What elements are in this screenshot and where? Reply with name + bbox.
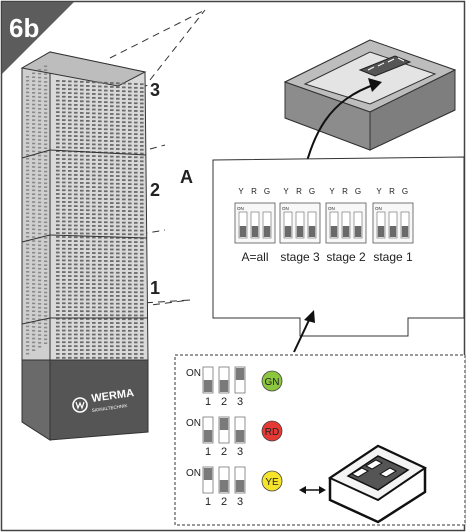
legend-on-label: ON [186,468,201,479]
color-indicator-rd [261,420,283,442]
channel-letter: R [296,187,302,196]
legend-switch-lever [235,368,245,380]
switch-on-mark: ON [375,206,382,211]
legend-arrow [293,310,315,353]
figure-id: 6b [9,13,39,43]
legend-switch-lever [219,480,229,492]
switch-on-mark: ON [328,206,335,211]
legend-position-number: 3 [237,496,243,508]
double-arrow-icon [299,486,326,494]
legend-position-number: 3 [237,396,243,408]
figure-badge: 6b [2,2,74,74]
legend-switch-lever [235,480,245,492]
channel-letter: G [309,187,315,196]
channel-letter: R [342,187,348,196]
werma-logo-icon [72,397,88,413]
channel-letter: R [251,187,257,196]
legend-switch-lever [219,380,229,392]
legend-position-number: 1 [205,496,211,508]
detail-label-a: A [180,167,193,187]
switch-on-mark: ON [282,206,289,211]
stage-label-2: 2 [150,180,160,200]
color-code: GN [265,377,280,388]
tower-top-cap [20,51,147,87]
channel-letter: Y [329,187,335,196]
stage-label-1: 1 [150,278,160,298]
badge-triangle [2,2,74,74]
legend-switch-lever [203,380,213,392]
tower-side-lens-pattern [26,65,48,355]
pointer-arrow-head [368,78,382,92]
channel-letter: R [389,187,395,196]
color-indicator-ye [261,470,283,492]
switch-group-label: stage 2 [326,250,366,264]
legend-position-number: 2 [221,396,227,408]
housing-dip-levers [367,57,405,71]
legend-frame [174,354,466,526]
brand-subtitle: SIGNALTECHNIK [91,403,127,413]
legend-on-label: ON [186,368,201,379]
channel-letter: G [402,187,408,196]
switch-on-mark: ON [237,206,244,211]
legend-position-number: 1 [205,396,211,408]
switch-group-label: stage 1 [373,250,413,264]
legend-switch-lever [235,430,245,442]
stage-separators [21,149,148,325]
channel-letter: G [355,187,361,196]
tower-base-side [21,359,51,441]
legend-position-number: 2 [221,496,227,508]
dip-switch-zoom-illustration [327,444,428,524]
housing-dip-switch-block [358,55,412,77]
color-code: YE [265,477,279,488]
channel-letter: Y [238,187,244,196]
legend-switch-lever [203,430,213,442]
switch-group-label: stage 3 [280,250,320,264]
legend-position-number: 3 [237,446,243,458]
color-code: RD [265,427,279,438]
brand-name: WERMA [91,387,135,405]
zoom-switch-block [346,455,410,491]
legend-position-number: 2 [221,446,227,458]
channel-letter: Y [376,187,382,196]
color-indicator-gn [261,370,283,392]
channel-letter: Y [283,187,289,196]
legend-on-label: ON [186,418,201,429]
legend-position-number: 1 [205,446,211,458]
switch-group-label: A=all [241,250,268,264]
inset-panel [212,156,465,337]
legend-switch-lever [203,468,213,480]
legend-switch-lever [219,418,229,430]
base-housing-illustration [283,39,457,228]
channel-letter: G [264,187,270,196]
stage-label-3: 3 [150,80,160,100]
werma-logo: WERMA SIGNALTECHNIK [72,387,135,413]
tower-front-lens-pattern [56,80,144,359]
signal-tower: WERMA SIGNALTECHNIK 3 2 1 [20,9,206,441]
